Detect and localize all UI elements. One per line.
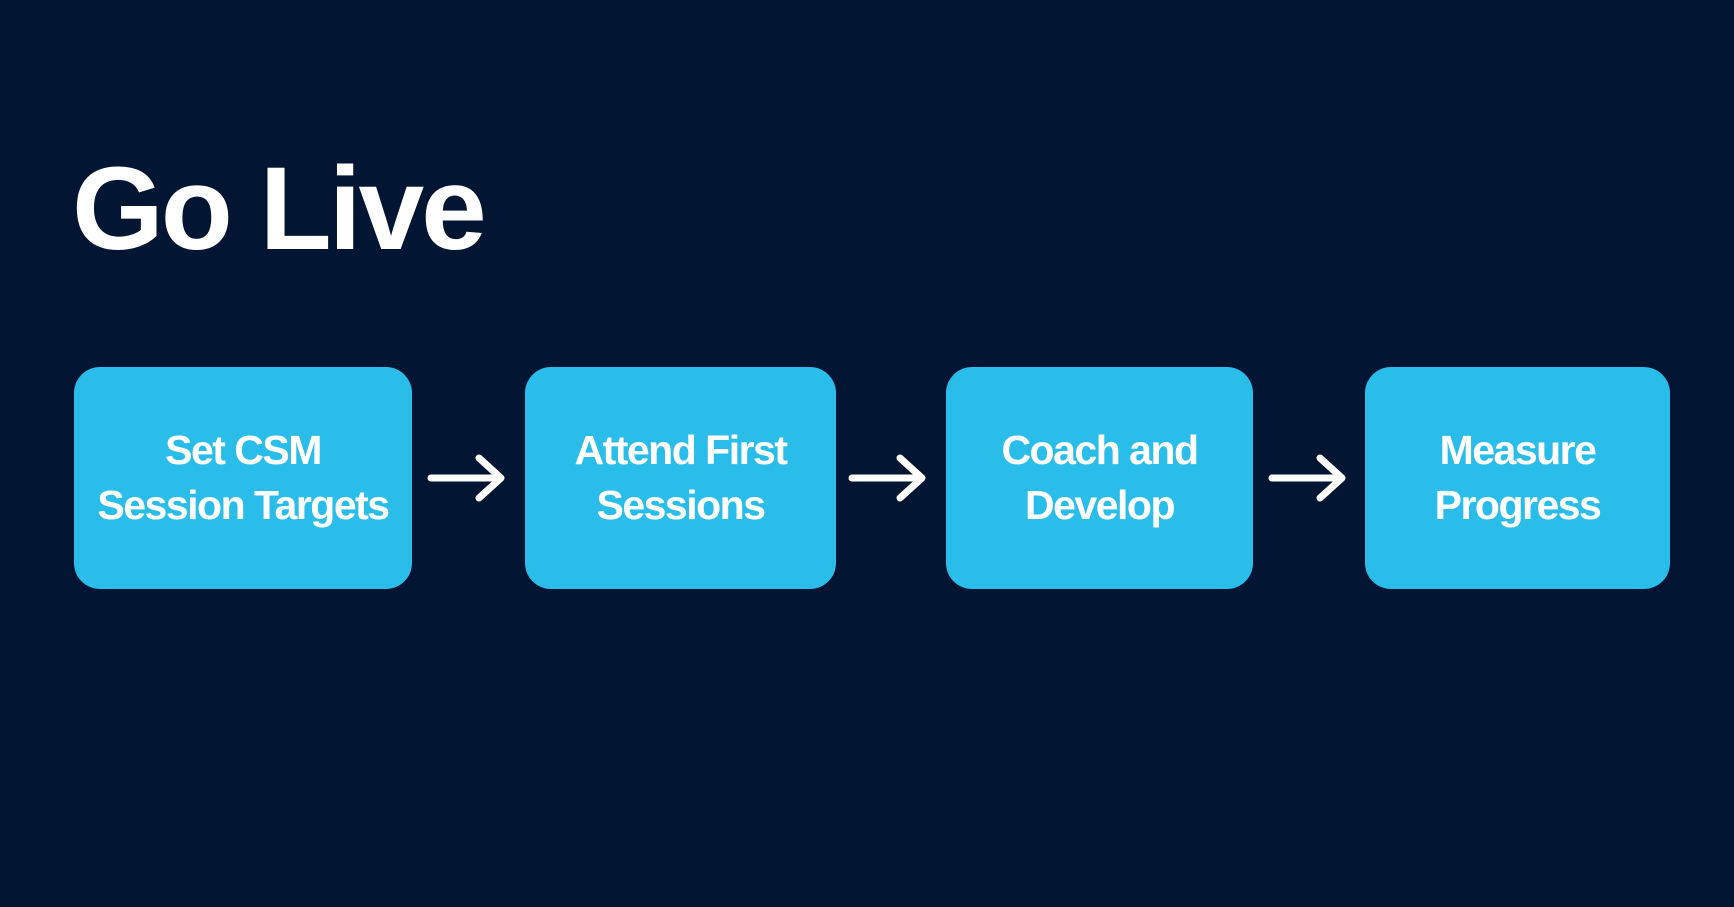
step-label: Set CSM Session Targets <box>97 427 390 528</box>
step-box-attend-first-sessions: Attend First Sessions <box>525 367 836 589</box>
step-box-measure-progress: Measure Progress <box>1365 367 1670 589</box>
step-box-set-csm-session-targets: Set CSM Session Targets <box>74 367 412 589</box>
arrow-right-icon <box>848 450 928 506</box>
step-box-coach-and-develop: Coach and Develop <box>946 367 1253 589</box>
arrow-right-icon <box>1268 450 1348 506</box>
step-label: Attend First Sessions <box>574 427 788 528</box>
step-label: Coach and Develop <box>1001 427 1199 528</box>
step-label: Measure Progress <box>1434 427 1602 528</box>
page-title: Go Live <box>72 143 487 275</box>
arrow-right-icon <box>427 450 507 506</box>
